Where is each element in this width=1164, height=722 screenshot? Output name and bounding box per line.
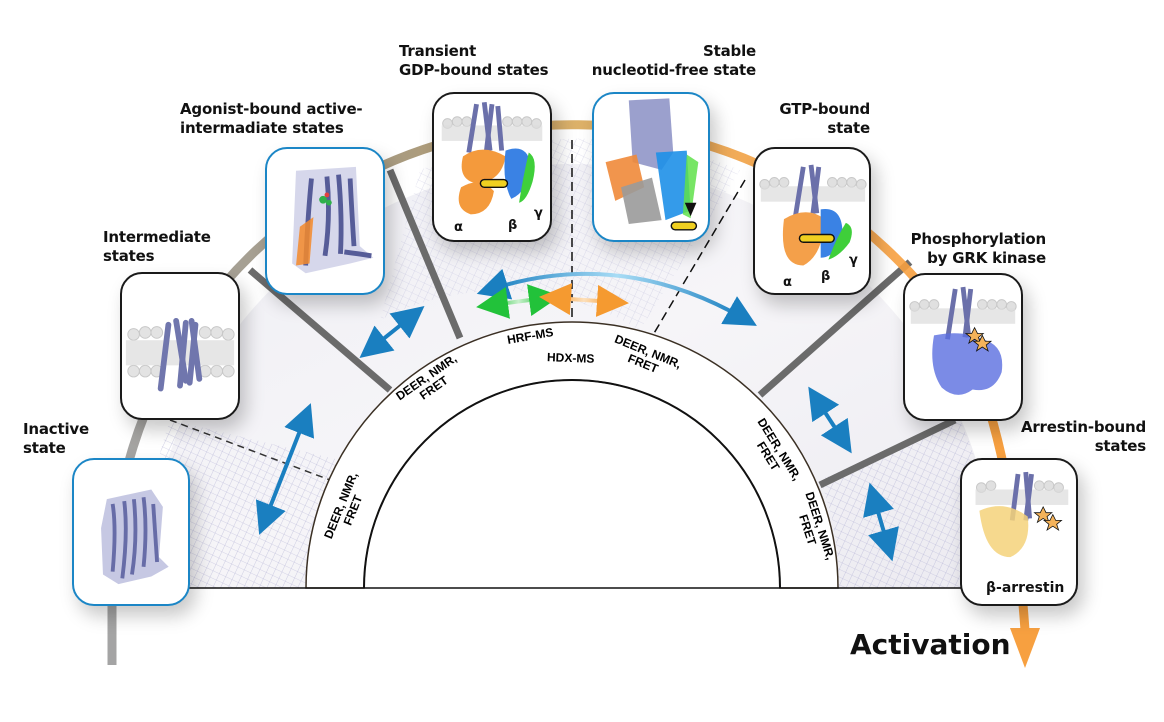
state-card-nucleotide-free[interactable] — [592, 92, 710, 242]
double-arrow-inactive-intermediate — [255, 403, 315, 535]
spoke-3 — [386, 168, 464, 340]
activation-label: Activation — [850, 628, 1011, 661]
arrestin-caption: β-arrestin — [986, 580, 1065, 596]
double-arrow-gdp-green — [476, 284, 561, 319]
state-card-agonist-bound[interactable] — [265, 147, 385, 295]
state-label-gdp-bound: Transient GDP-bound states — [399, 42, 549, 79]
state-label-gtp-bound: GTP-bound state — [779, 100, 870, 137]
state-card-arrestin-bound[interactable]: β-arrestin — [960, 458, 1078, 606]
state-label-arrestin-bound: Arrestin-bound states — [1020, 418, 1146, 455]
agonist-bound-receptor-structure-icon — [292, 166, 374, 274]
membrane-receptor-helices-icon — [125, 317, 235, 392]
state-label-phosphorylation: Phosphorylation by GRK kinase — [910, 230, 1047, 267]
double-arrow-intermediate-agonist — [359, 306, 425, 358]
subunit-gamma-label: γ — [849, 253, 858, 268]
state-card-phosphorylation[interactable] — [903, 273, 1023, 421]
technique-band-inner — [363, 379, 781, 589]
state-label-intermediate: Intermediate states — [103, 228, 211, 265]
state-label-agonist-bound: Agonist-bound active- intermadiate state… — [180, 100, 363, 137]
double-arrow-phosphorylation-arrestin — [863, 482, 899, 562]
double-arrow-gtp-phosphorylation — [808, 386, 852, 454]
nucleotide-free-complex-structure-icon — [605, 98, 699, 231]
g-protein-gdp-complex-icon — [441, 101, 543, 215]
g-protein-gtp-complex-icon — [759, 164, 867, 266]
double-arrow-agonist-gtp — [476, 268, 757, 326]
state-card-inactive[interactable] — [72, 458, 190, 606]
spoke-6 — [757, 259, 913, 398]
state-card-gtp-bound[interactable]: α β γ — [753, 147, 871, 295]
spoke-7 — [818, 416, 957, 489]
inactive-receptor-structure-icon — [101, 489, 169, 585]
subunit-alpha-label: α — [454, 220, 463, 235]
arrestin-complex-icon — [975, 471, 1069, 558]
subunit-alpha-label: α — [783, 275, 792, 290]
state-label-inactive: Inactive state — [23, 420, 89, 457]
state-card-intermediate[interactable] — [120, 272, 240, 420]
subunit-gamma-label: γ — [534, 206, 543, 221]
state-label-nucleotide-free: Stable nucleotid-free state — [591, 42, 756, 79]
spoke-1 — [169, 419, 331, 481]
double-arrow-gdp-orange — [539, 283, 629, 317]
activation-arrowhead — [1010, 628, 1040, 668]
state-card-gdp-bound[interactable]: α β γ — [432, 92, 552, 242]
subunit-beta-label: β — [508, 218, 518, 233]
grk-kinase-complex-icon — [909, 286, 1017, 395]
subunit-beta-label: β — [821, 269, 831, 284]
technique-label-4: HDX-MS — [546, 350, 595, 366]
